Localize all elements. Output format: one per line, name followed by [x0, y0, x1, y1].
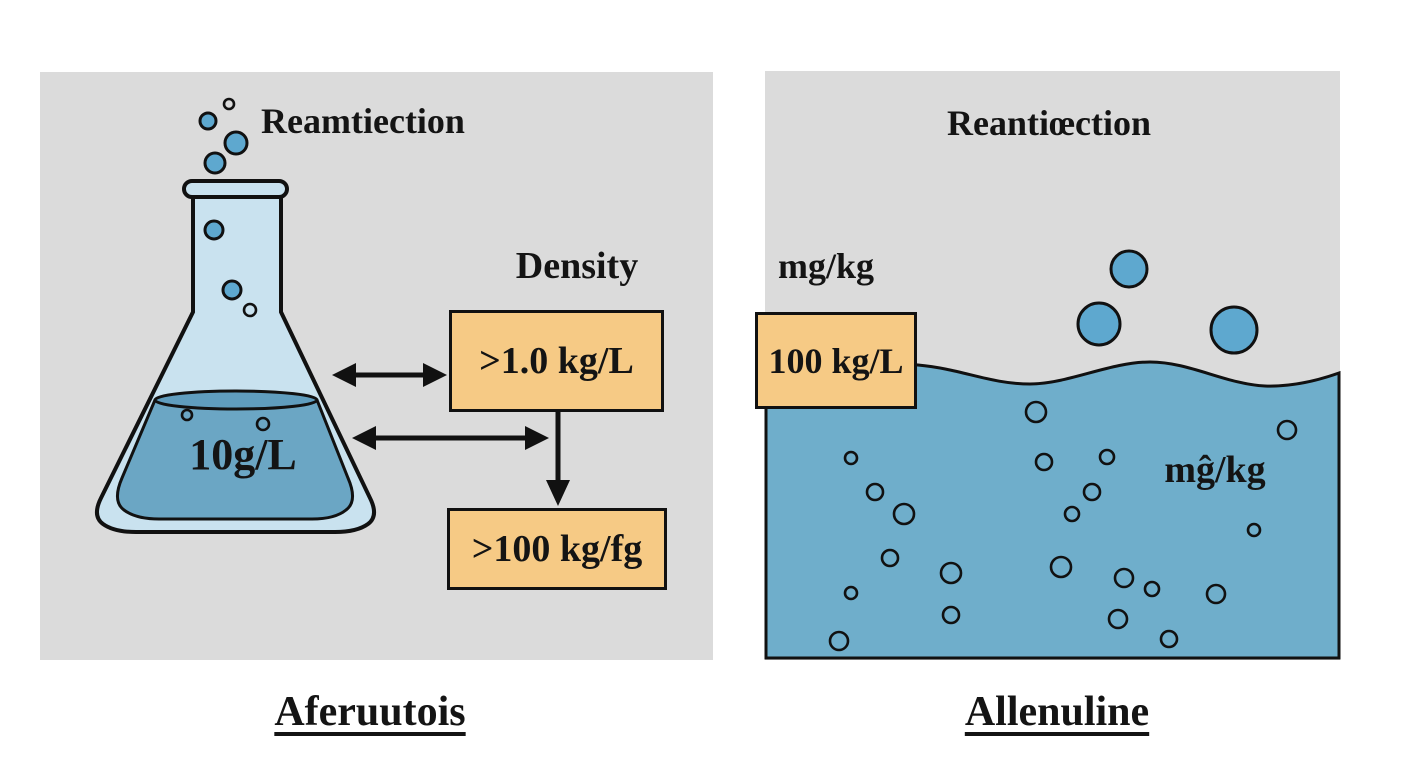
left-panel-title: Reamtiection — [261, 101, 465, 141]
concentration-value-text: 100 kg/L — [768, 340, 904, 381]
concentration-value-box: 100 kg/L — [755, 312, 917, 409]
right-panel-title: Reantiœction — [947, 103, 1151, 143]
density-value-text: >1.0 kg/L — [479, 340, 634, 382]
density-value-box: >1.0 kg/L — [449, 310, 664, 412]
density-label: Density — [515, 245, 639, 287]
unit-label-top: mg/kg — [777, 246, 874, 286]
left-caption: Aferuutois — [274, 689, 466, 735]
right-caption: Allenuline — [964, 689, 1150, 735]
mass-value-box: >100 kg/fg — [447, 508, 667, 590]
mass-value-text: >100 kg/fg — [471, 528, 643, 570]
water-unit-label: mĝ/kg — [1164, 449, 1266, 491]
flask-concentration-label: 10g/L — [189, 430, 297, 479]
